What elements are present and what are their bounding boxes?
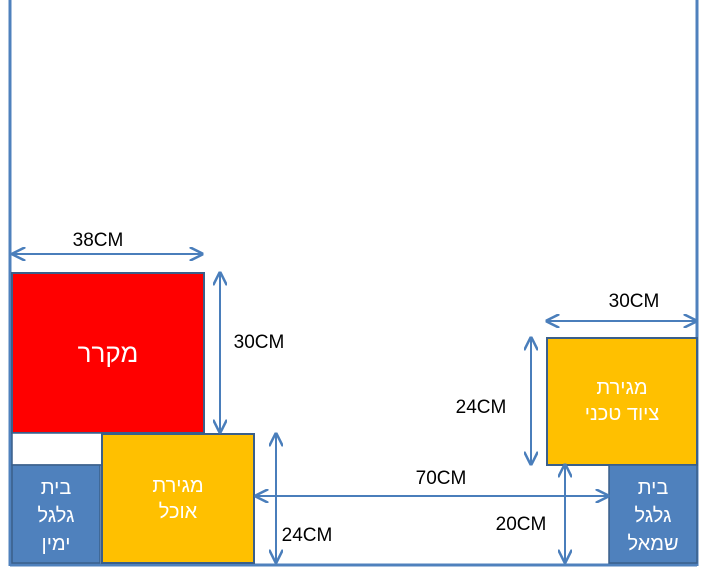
wheel-height-label: 20CM xyxy=(496,514,547,535)
wheel-right-line2: גלגל xyxy=(38,505,75,527)
wheel-housing-left xyxy=(608,464,698,564)
wheel-right-line3: ימין xyxy=(42,533,71,555)
wheel-housing-right xyxy=(11,464,101,564)
gap-width-label: 70CM xyxy=(416,468,467,489)
food-height-label: 24CM xyxy=(282,525,333,546)
food-drawer-line2: אוכל xyxy=(159,501,198,523)
tech-height-label: 24CM xyxy=(456,397,507,418)
tech-drawer-line1: מגירת xyxy=(596,377,647,399)
fridge-box xyxy=(11,272,205,434)
fridge-height-label: 30CM xyxy=(234,332,285,353)
empty-slot xyxy=(11,432,103,466)
tech-width-label: 30CM xyxy=(609,291,660,312)
wheel-left-line1: בית xyxy=(638,477,669,499)
tech-drawer-box xyxy=(546,337,698,466)
wheel-right-line1: בית xyxy=(41,477,72,499)
fridge-width-label: 38CM xyxy=(73,230,124,251)
wheel-left-line3: שמאל xyxy=(627,533,678,555)
food-drawer-box xyxy=(101,433,255,564)
wheel-left-line2: גלגל xyxy=(635,505,672,527)
food-drawer-line1: מגירת xyxy=(152,475,203,497)
fridge-label: מקרר xyxy=(78,338,139,368)
tech-drawer-line2: ציוד טכני xyxy=(585,403,660,425)
